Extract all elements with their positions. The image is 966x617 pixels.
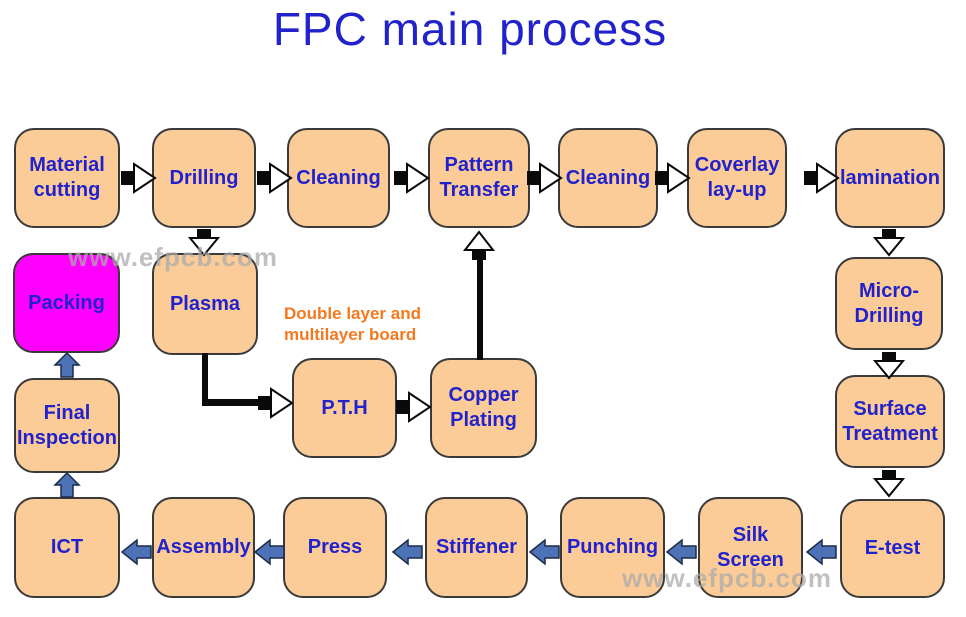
process-box-label-drilling: Drilling <box>169 166 239 189</box>
process-box-label-final-inspection: Final Inspection <box>16 401 117 449</box>
flow-arrow-right-icon <box>394 161 430 195</box>
flow-arrow-right-icon <box>527 161 563 195</box>
return-arrow-left-icon <box>120 537 152 567</box>
process-box-assembly: Assembly <box>152 497 255 598</box>
process-box-label-ict: ICT <box>50 536 84 558</box>
process-box-stiffener: Stiffener <box>425 497 528 598</box>
process-box-label-pattern-transfer: Pattern Transfer <box>439 154 519 201</box>
process-box-label-coverlay-lay-up: Coverlay lay-up <box>694 154 780 201</box>
process-box-final-inspection: Final Inspection <box>14 378 120 473</box>
flow-arrow-down-icon <box>872 470 906 498</box>
process-box-label-punching: Punching <box>566 536 659 558</box>
process-box-e-test: E-test <box>840 499 945 598</box>
process-box-label-copper-plating: Copper Plating <box>448 384 519 431</box>
process-box-pth: P.T.H <box>292 358 397 458</box>
flow-arrow-up-icon <box>462 230 496 260</box>
process-box-label-cleaning-1: Cleaning <box>296 166 381 189</box>
process-box-label-e-test: E-test <box>864 537 921 559</box>
flow-arrow-right-icon <box>396 390 432 424</box>
process-box-cleaning-1: Cleaning <box>287 128 390 228</box>
connector-line <box>202 399 266 406</box>
watermark-2: www.efpcb.com <box>622 563 832 593</box>
process-box-press: Press <box>283 497 387 598</box>
process-box-label-pth: P.T.H <box>321 396 368 419</box>
process-box-lamination: lamination <box>835 128 945 228</box>
process-box-cleaning-2: Cleaning <box>558 128 658 228</box>
return-arrow-left-icon <box>528 537 560 567</box>
return-arrow-left-icon <box>665 537 697 567</box>
process-box-label-cleaning-2: Cleaning <box>565 166 651 189</box>
process-box-label-silk-screen: Silk Screen <box>717 523 784 571</box>
connector-line <box>477 256 483 360</box>
process-box-material-cutting: Material cutting <box>14 128 120 228</box>
process-box-label-micro-drilling: Micro- Drilling <box>854 279 924 327</box>
flow-arrow-right-icon <box>121 161 157 195</box>
process-box-surface-treatment: Surface Treatment <box>835 375 945 468</box>
return-arrow-left-icon <box>805 537 837 567</box>
return-arrow-up-icon <box>52 471 82 499</box>
process-box-pattern-transfer: Pattern Transfer <box>428 128 530 228</box>
watermark-1: www.efpcb.com <box>68 242 278 272</box>
process-box-micro-drilling: Micro- Drilling <box>835 257 943 350</box>
process-box-silk-screen: Silk Screen <box>698 497 803 598</box>
connector-line <box>202 353 208 404</box>
process-box-label-stiffener: Stiffener <box>435 536 518 558</box>
flow-arrow-right-icon <box>804 161 840 195</box>
process-box-copper-plating: Copper Plating <box>430 358 537 458</box>
return-arrow-up-icon <box>52 351 82 379</box>
process-box-drilling: Drilling <box>152 128 256 228</box>
process-box-ict: ICT <box>14 497 120 598</box>
flow-arrow-down-icon <box>872 229 906 257</box>
process-box-label-plasma: Plasma <box>169 292 241 315</box>
process-box-punching: Punching <box>560 497 665 598</box>
process-box-label-packing: Packing <box>28 291 105 314</box>
flow-arrow-right-icon <box>258 386 294 420</box>
page-title: FPC main process <box>272 3 668 55</box>
process-box-coverlay-lay-up: Coverlay lay-up <box>687 128 787 228</box>
return-arrow-left-icon <box>391 537 423 567</box>
flow-arrow-down-icon <box>872 352 906 380</box>
return-arrow-left-icon <box>253 537 285 567</box>
process-box-label-lamination: lamination <box>839 166 940 189</box>
process-box-label-surface-treatment: Surface Treatment <box>842 397 938 445</box>
flow-arrow-right-icon <box>257 161 293 195</box>
process-box-label-assembly: Assembly <box>156 536 251 558</box>
flow-arrow-down-icon <box>187 229 221 257</box>
double-layer-annotation: Double layer and multilayer board <box>284 304 421 344</box>
process-box-label-material-cutting: Material cutting <box>29 154 105 201</box>
process-box-packing: Packing <box>13 253 120 353</box>
flow-arrow-right-icon <box>655 161 691 195</box>
process-box-label-press: Press <box>307 536 363 558</box>
